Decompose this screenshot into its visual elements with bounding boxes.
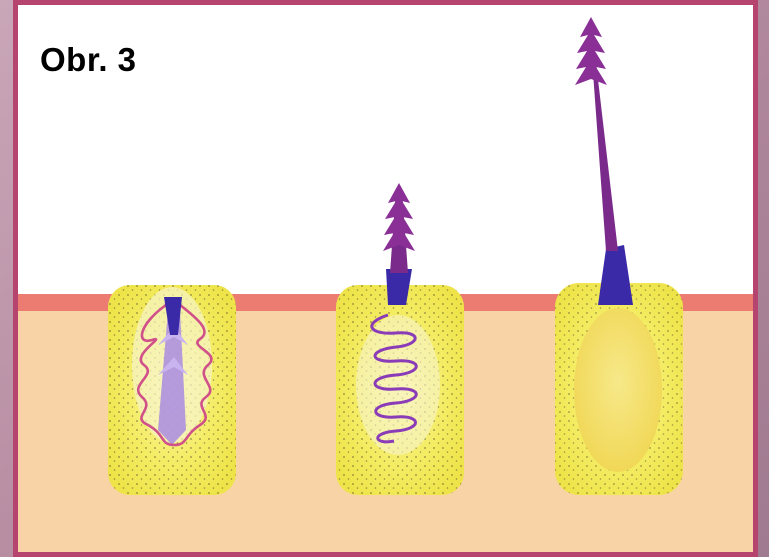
cnidocyte-stage-3 [555,17,683,495]
figure-frame: Obr. 3 [13,0,758,557]
cnidocyte-stage-1 [108,285,236,495]
nematocyst-cap-3 [598,245,633,305]
figure-caption: Obr. 3 [40,41,137,79]
cnidocyte-stage-2 [336,183,464,495]
empty-capsule-3 [574,308,662,472]
cnidocyte-diagram [18,5,753,552]
